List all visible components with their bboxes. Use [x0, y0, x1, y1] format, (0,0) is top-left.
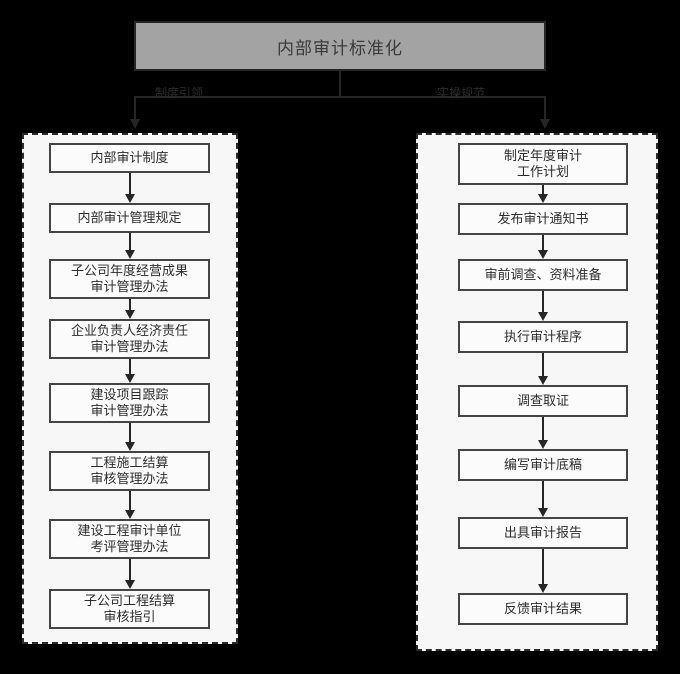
flow-box-label-line1: 调查取证 [516, 393, 569, 409]
flow-box-label-line1: 建设项目跟踪 [90, 387, 169, 403]
flow-box-label-line1: 子公司工程结算 [83, 593, 175, 609]
flow-box-right-7[interactable]: 出具审计报告 [458, 517, 628, 549]
flow-box-label-line1: 编写审计底稿 [503, 457, 582, 473]
flow-arrow-icon-right-4 [538, 376, 548, 385]
flow-box-left-4[interactable]: 企业负责人经济责任审计管理办法 [49, 319, 210, 359]
flow-arrow-icon-right-1 [538, 194, 548, 203]
flow-box-label-line1: 内部审计管理规定 [77, 210, 182, 226]
flow-connector-right-4 [542, 353, 544, 377]
flow-box-left-8[interactable]: 子公司工程结算审核指引 [49, 589, 210, 629]
flow-connector-right-2 [542, 235, 544, 251]
flow-box-label-line1: 出具审计报告 [503, 525, 582, 541]
flow-arrow-icon-left-4 [124, 374, 135, 383]
left-branch-connector [134, 96, 136, 120]
flow-connector-left-1 [128, 173, 131, 195]
flow-arrow-icon-right-3 [538, 312, 548, 321]
flow-connector-left-7 [128, 559, 131, 581]
flow-arrow-icon-right-5 [538, 440, 548, 449]
flow-box-label-line1: 工程施工结算 [90, 455, 169, 471]
flow-connector-right-7 [542, 549, 544, 585]
flow-box-right-3[interactable]: 审前调查、资料准备 [458, 259, 628, 291]
flow-connector-left-4 [128, 359, 131, 375]
title-stem-connector [339, 71, 341, 97]
flow-arrow-icon-left-3 [124, 310, 135, 319]
flow-connector-left-2 [128, 233, 131, 251]
flow-box-right-2[interactable]: 发布审计通知书 [458, 203, 628, 235]
flow-box-label-line1: 审前调查、资料准备 [484, 267, 602, 283]
flow-box-label: 建设工程审计单位考评管理办法 [77, 523, 181, 555]
flow-box-right-5[interactable]: 调查取证 [458, 385, 628, 417]
flow-connector-right-6 [542, 481, 544, 509]
flow-arrow-icon-left-5 [124, 442, 135, 451]
flow-box-label-line2: 审核管理办法 [90, 471, 169, 486]
flow-box-right-8[interactable]: 反馈审计结果 [458, 593, 628, 625]
flow-box-label: 子公司年度经营成果审计管理办法 [71, 263, 188, 295]
flow-box-label-line1: 建设工程审计单位 [77, 523, 182, 539]
flow-box-left-1[interactable]: 内部审计制度 [49, 143, 210, 173]
right-branch-connector [544, 96, 546, 120]
flow-connector-left-3 [128, 299, 131, 311]
flow-box-label-line2: 审计管理办法 [90, 339, 169, 354]
flow-box-left-7[interactable]: 建设工程审计单位考评管理办法 [49, 519, 210, 559]
flow-arrow-icon-right-2 [538, 250, 548, 259]
flow-box-label-line1: 反馈审计结果 [503, 601, 582, 617]
flow-box-label-line2: 审计管理办法 [90, 403, 169, 418]
branch-label-right: 实操规范 [437, 86, 486, 100]
flow-arrow-icon-left-1 [124, 194, 135, 203]
branch-label-left: 制度引领 [155, 86, 204, 100]
diagram-title-box: 内部审计标准化 [134, 21, 546, 71]
branch-horizontal-connector [134, 96, 546, 98]
flow-box-label: 制定年度审计工作计划 [504, 148, 582, 180]
flow-box-right-6[interactable]: 编写审计底稿 [458, 449, 628, 481]
flow-box-label-line1: 企业负责人经济责任 [70, 323, 188, 339]
flow-box-label: 工程施工结算审核管理办法 [90, 455, 168, 487]
flow-box-label-line1: 内部审计制度 [90, 150, 169, 166]
flow-arrow-icon-right-6 [538, 508, 548, 517]
left-branch-arrow-icon [130, 119, 140, 129]
flow-box-label: 建设项目跟踪审计管理办法 [90, 387, 168, 419]
flow-box-label-line1: 执行审计程序 [503, 329, 582, 345]
flow-connector-left-6 [128, 491, 131, 511]
flow-box-right-1[interactable]: 制定年度审计工作计划 [458, 143, 628, 185]
flow-connector-right-3 [542, 291, 544, 313]
flow-box-left-2[interactable]: 内部审计管理规定 [49, 203, 210, 233]
flow-box-label-line1: 子公司年度经营成果 [70, 263, 188, 279]
right-branch-arrow-icon [540, 119, 550, 129]
flow-box-left-5[interactable]: 建设项目跟踪审计管理办法 [49, 383, 210, 423]
flow-box-label-line1: 制定年度审计 [503, 148, 582, 164]
flow-connector-right-5 [542, 417, 544, 441]
flow-connector-right-1 [542, 185, 544, 195]
flow-box-label-line2: 工作计划 [516, 164, 569, 179]
flow-box-left-3[interactable]: 子公司年度经营成果审计管理办法 [49, 259, 210, 299]
flow-box-left-6[interactable]: 工程施工结算审核管理办法 [49, 451, 210, 491]
flow-box-label-line2: 审核指引 [103, 609, 156, 624]
flow-box-right-4[interactable]: 执行审计程序 [458, 321, 628, 353]
flow-box-label: 企业负责人经济责任审计管理办法 [71, 323, 188, 355]
flow-arrow-icon-left-2 [124, 250, 135, 259]
flow-connector-left-5 [128, 423, 131, 443]
flow-box-label: 子公司工程结算审核指引 [84, 593, 175, 625]
flow-box-label-line2: 考评管理办法 [90, 539, 169, 554]
diagram-title-text: 内部审计标准化 [277, 38, 403, 58]
flow-box-label-line2: 审计管理办法 [90, 279, 169, 294]
flow-arrow-icon-left-7 [124, 580, 135, 589]
flow-box-label-line1: 发布审计通知书 [497, 211, 589, 227]
flow-arrow-icon-right-7 [538, 584, 548, 593]
flow-arrow-icon-left-6 [124, 510, 135, 519]
